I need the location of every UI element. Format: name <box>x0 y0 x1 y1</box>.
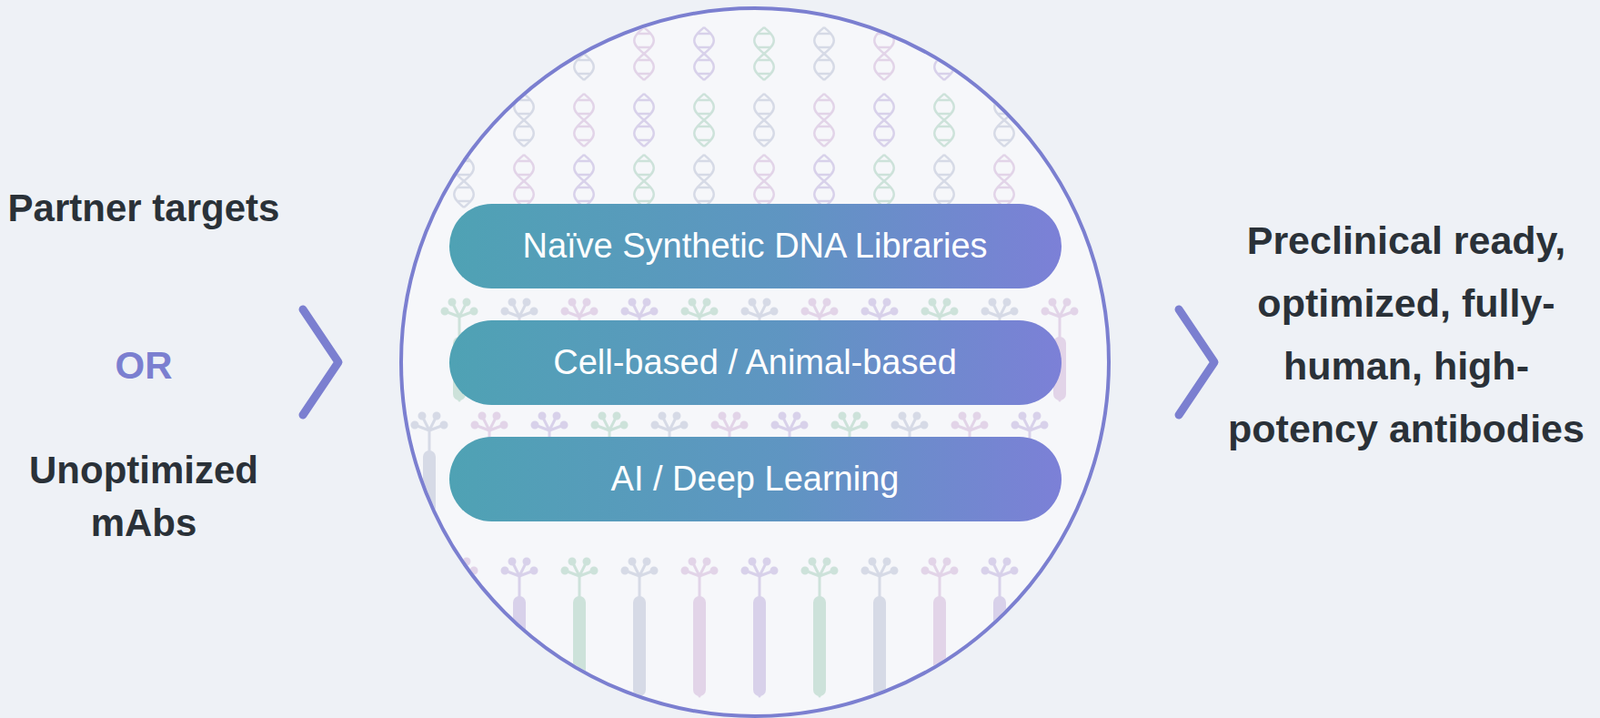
dna-helix <box>874 93 894 147</box>
pill-text: Naïve Synthetic DNA Libraries <box>522 226 987 266</box>
dna-helix <box>934 93 954 147</box>
antibody-shape <box>682 558 717 696</box>
antibody-shape <box>442 558 477 696</box>
dna-helix <box>513 27 534 81</box>
dna-helix <box>453 93 473 147</box>
dna-helix <box>513 154 534 208</box>
antibody-shape <box>622 558 657 696</box>
antibody-shape <box>922 558 957 696</box>
method-pill: Naïve Synthetic DNA Libraries <box>449 203 1062 289</box>
input-label: Unoptimized mAbs <box>7 443 281 550</box>
chevron-arrow <box>1178 309 1215 415</box>
dna-helix <box>694 93 714 147</box>
pill-text: AI / Deep Learning <box>611 459 900 499</box>
or-label: OR <box>98 339 190 393</box>
method-pill: Cell-based / Animal-based <box>449 320 1062 405</box>
dna-helix <box>453 27 473 81</box>
chevron-arrow <box>302 309 339 415</box>
dna-helix <box>994 154 1014 208</box>
method-pill: AI / Deep Learning <box>449 436 1062 522</box>
dna-helix <box>814 93 834 147</box>
dna-helix <box>874 154 894 208</box>
dna-helix <box>754 27 774 81</box>
dna-helix <box>633 154 654 208</box>
dna-helix <box>934 27 954 81</box>
input-label: Partner targets <box>7 181 281 235</box>
circle-ground <box>401 8 1109 716</box>
dna-helix <box>633 27 654 81</box>
dna-helix <box>573 93 594 147</box>
antibody-shape <box>802 558 837 696</box>
circle-outline <box>401 8 1109 716</box>
antibody-shape <box>862 558 897 696</box>
dna-helix <box>754 93 774 147</box>
background-texture <box>412 27 1077 696</box>
antibody-shape <box>1042 558 1077 696</box>
dna-helix <box>754 154 774 208</box>
dna-helix <box>694 154 714 208</box>
dna-helix <box>633 93 654 147</box>
antibody-shape <box>742 558 777 696</box>
dna-helix <box>694 27 714 81</box>
pill-text: Cell-based / Animal-based <box>553 342 957 383</box>
dna-helix <box>573 154 594 208</box>
dna-helix <box>814 154 834 208</box>
output-label: Preclinical ready, optimized, fully-huma… <box>1217 209 1596 461</box>
dna-helix <box>814 27 834 81</box>
dna-helix <box>994 27 1014 81</box>
dna-helix <box>934 154 954 208</box>
